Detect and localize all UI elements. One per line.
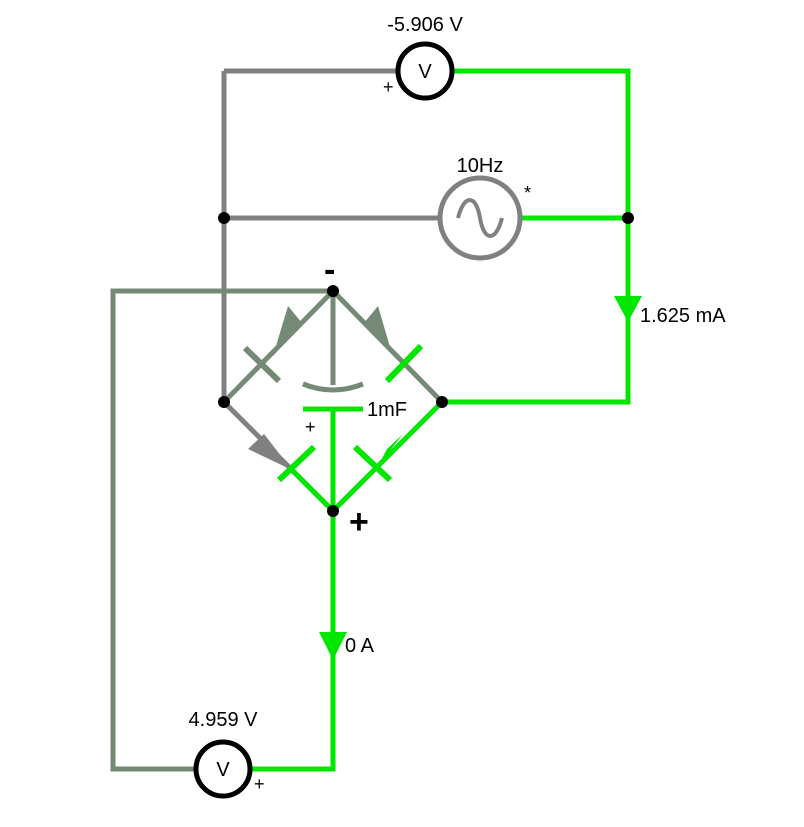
diode-lower-left-lead-active <box>290 468 335 513</box>
node-bridge-left[interactable] <box>218 396 230 408</box>
bottom-voltmeter-reading: 4.959 V <box>189 709 259 731</box>
bottom-voltmeter[interactable]: V <box>193 739 253 799</box>
current-arrow-output <box>319 632 347 660</box>
current-label-output-branch: 0 A <box>345 635 375 657</box>
diode-upper-right-triangle[interactable] <box>364 306 392 354</box>
wire-right-branch[interactable] <box>442 218 631 405</box>
diode-upper-left-bar <box>242 345 282 384</box>
current-label-right-branch: 1.625 mA <box>640 305 726 327</box>
node-source-right[interactable] <box>622 212 634 224</box>
diode-upper-right-bar <box>384 343 424 384</box>
bottom-voltmeter-symbol: V <box>216 759 230 781</box>
node-bridge-right[interactable] <box>436 396 448 408</box>
diode-upper-left-triangle[interactable] <box>273 306 302 356</box>
capacitor-value: 1mF <box>367 399 407 421</box>
top-voltmeter[interactable]: V <box>395 41 455 101</box>
negative-terminal-label: - <box>324 251 335 289</box>
top-voltmeter-symbol: V <box>418 61 432 83</box>
diode-lower-left-triangle[interactable] <box>248 434 292 470</box>
capacitor-curved-plate[interactable] <box>302 381 364 393</box>
ac-source-marker: * <box>524 183 531 203</box>
current-arrow-right <box>614 296 642 322</box>
top-voltmeter-polarity: + <box>383 77 394 97</box>
top-voltmeter-body[interactable] <box>395 41 455 101</box>
ac-source-frequency: 10Hz <box>457 155 504 177</box>
capacitor-polarity: + <box>305 417 316 437</box>
diode-lower-right-bar <box>352 444 393 483</box>
diode-lower-left-bar <box>276 444 317 483</box>
bottom-voltmeter-polarity: + <box>254 774 265 794</box>
wire-top-right[interactable] <box>452 68 631 218</box>
positive-terminal-label: + <box>349 503 369 541</box>
bottom-voltmeter-body[interactable] <box>193 739 253 799</box>
node-bridge-bottom[interactable] <box>327 505 339 517</box>
diode-lower-right-lead[interactable] <box>331 400 444 513</box>
node-bridge-top[interactable] <box>327 285 339 297</box>
diode-lower-right-triangle[interactable] <box>378 434 403 466</box>
wire-outer-loop[interactable] <box>110 288 333 772</box>
ac-source[interactable] <box>437 175 523 261</box>
wire-output-branch[interactable] <box>250 511 336 772</box>
node-source-left[interactable] <box>218 212 230 224</box>
top-voltmeter-reading: -5.906 V <box>387 14 463 36</box>
sine-wave-icon <box>456 198 504 238</box>
